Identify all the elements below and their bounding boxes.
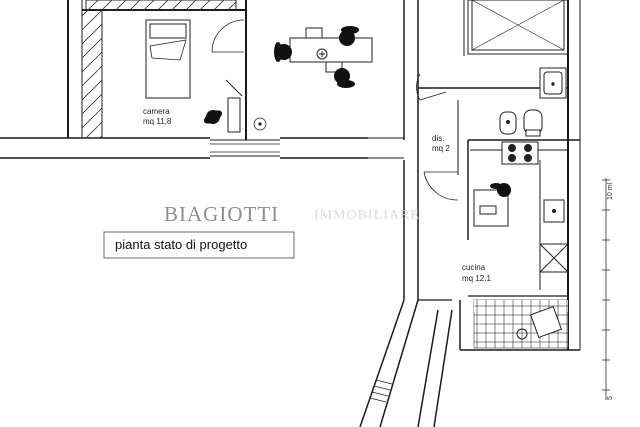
shower: [463, 0, 569, 56]
room-name-dis: dis.: [432, 134, 444, 143]
hob: [501, 141, 539, 165]
scale-label-bottom: 5: [607, 396, 614, 400]
scale-label-top: 10 ml: [607, 182, 614, 200]
washbasin: [539, 67, 567, 99]
brand-watermark: IMMOBILIARE: [314, 208, 420, 223]
room-area-camera: mq 11,8: [143, 117, 172, 126]
scale-bar: [602, 178, 610, 400]
bidet: [499, 111, 517, 135]
bed: [145, 19, 191, 99]
person-kitchen-icon: [490, 183, 511, 197]
kitchen-counter: [539, 160, 569, 290]
person-dining-icon: [274, 26, 359, 88]
dining-table: [289, 27, 373, 73]
brand-logo: BIAGIOTTI: [164, 202, 279, 226]
camera-window: [210, 143, 280, 153]
toilet: [523, 109, 543, 137]
person-camera-icon: [203, 110, 223, 124]
room-name-cucina: cucina: [462, 263, 486, 272]
room-name-camera: camera: [143, 107, 170, 116]
window-diagonal: [369, 379, 393, 403]
room-area-cucina: mq 12.1: [462, 274, 491, 283]
caption-box: [103, 231, 295, 259]
door-bathroom: [416, 73, 447, 101]
light-icon: [253, 117, 267, 131]
room-area-dis: mq 2: [432, 144, 450, 153]
balcony-chair: [516, 305, 563, 340]
door-camera: [211, 19, 245, 53]
desk: [225, 79, 243, 133]
door-dis: [423, 171, 459, 201]
wardrobe: [81, 0, 237, 139]
plan-caption: pianta stato di progetto: [115, 237, 247, 252]
